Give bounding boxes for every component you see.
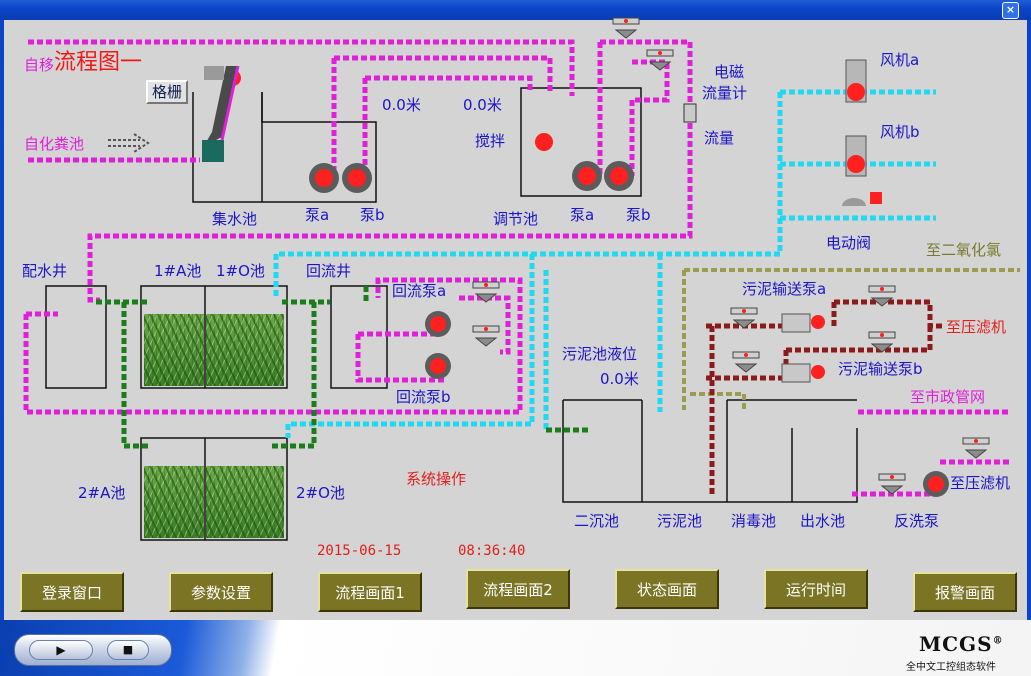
em-flowmeter-label-2: 流量计 [702,84,748,102]
brown-pipes [706,299,944,496]
parameter-settings-button[interactable]: 参数设置 [169,572,273,612]
tiaojiechi-tank [520,87,642,197]
tiaojiechi-label: 调节池 [493,210,539,228]
status-screen-button[interactable]: 状态画面 [615,569,719,609]
sludge-pump-motors [781,313,811,383]
backwash-pump-label: 反洗泵 [894,512,940,530]
mcgs-brand: MCGS [919,632,993,656]
pool-2o-label: 2#O池 [296,484,345,502]
to-filter-press-label: 至压滤机 [946,318,1007,336]
return-pump-a-label: 回流泵a [392,282,447,300]
process-screen-2-button[interactable]: 流程画面2 [466,569,570,609]
sludge-level-value: 0.0米 [600,370,639,388]
flowmeter-symbol [683,103,697,123]
pump-symbols [225,70,949,497]
green-pipes [96,286,590,449]
pump-b1-label: 泵b [360,206,385,224]
pool-2a-label: 2#A池 [78,484,126,502]
login-window-button[interactable]: 登录窗口 [20,572,124,612]
erchenchi-label: 二沉池 [574,512,620,530]
magenta-pipes [23,39,1010,497]
stir-label: 搅拌 [475,132,506,150]
sludge-pump-a-label: 污泥输送泵a [742,280,827,298]
olive-pipes [682,268,1020,410]
to-municipal-label: 至市政管网 [910,388,986,406]
jishuichi-label: 集水池 [212,210,258,228]
chushuichi-label: 出水池 [800,512,846,530]
electric-valve-label: 电动阀 [826,234,872,252]
flow-label: 流量 [704,129,735,147]
pool-2o-media [206,466,284,538]
window-frame-left [0,20,4,620]
pool-1o-label: 1#O池 [216,262,265,280]
window-frame-right [1027,20,1031,620]
mcgs-reg: ® [992,635,1004,647]
title-overlap-text: 自移 [24,56,55,74]
return-pump-b-label: 回流泵b [396,388,451,406]
window-titlebar: × [0,0,1031,20]
stop-button[interactable]: ■ [107,640,149,660]
peishuijing-label: 配水井 [22,262,68,280]
peishuijing-tank [45,285,107,389]
level2-value: 0.0米 [463,96,502,114]
fan-a-label: 风机a [880,51,920,69]
pool-2-tank [140,437,288,541]
wunichi-label: 污泥池 [657,512,703,530]
sedimentation-tanks [562,400,858,503]
pool-1-tank [140,285,288,389]
em-flowmeter-label-1: 电磁 [714,63,745,81]
inflow-label: 自化粪池 [24,135,85,153]
close-icon[interactable]: × [1002,2,1019,19]
huiliujing-label: 回流井 [306,262,352,280]
fan-symbols [842,59,882,206]
fan-b-label: 风机b [880,123,920,141]
pump-a2-label: 泵a [570,206,595,224]
to-chlorine-label: 至二氧化氯 [926,241,1002,259]
pump-a1-label: 泵a [305,206,330,224]
process-screen-1-button[interactable]: 流程画面1 [318,572,422,612]
pool-1o-media [206,314,284,386]
pool-1a-label: 1#A池 [154,262,202,280]
sludge-level-label: 污泥池液位 [562,345,638,363]
huiliujing-tank [330,285,388,389]
grid-button[interactable]: 格栅 [146,80,188,104]
runtime-button[interactable]: 运行时间 [764,569,868,609]
to-filter-label: 至压滤机 [950,474,1011,492]
valve-symbols [472,17,990,495]
time-display: 08:36:40 [458,543,526,559]
pool-2a-media [144,466,204,538]
mcgs-slogan: 全中文工控组态软件 [906,662,996,673]
system-operate-label[interactable]: 系统操作 [406,470,467,488]
date-display: 2015-06-15 [317,543,402,559]
inflow-arrow [108,133,150,153]
xiaoduchi-label: 消毒池 [731,512,777,530]
pump-b2-label: 泵b [626,206,651,224]
pool-1a-media [144,314,204,386]
player-control: ▶ ■ [14,634,172,666]
play-button[interactable]: ▶ [29,640,93,660]
sludge-pump-b-label: 污泥输送泵b [838,360,923,378]
screen-machine [202,65,240,162]
level1-value: 0.0米 [382,96,421,114]
mcgs-logo: MCGS® [919,632,1004,656]
page-title: 流程图一 [54,50,143,75]
alarm-screen-button[interactable]: 报警画面 [913,572,1017,612]
